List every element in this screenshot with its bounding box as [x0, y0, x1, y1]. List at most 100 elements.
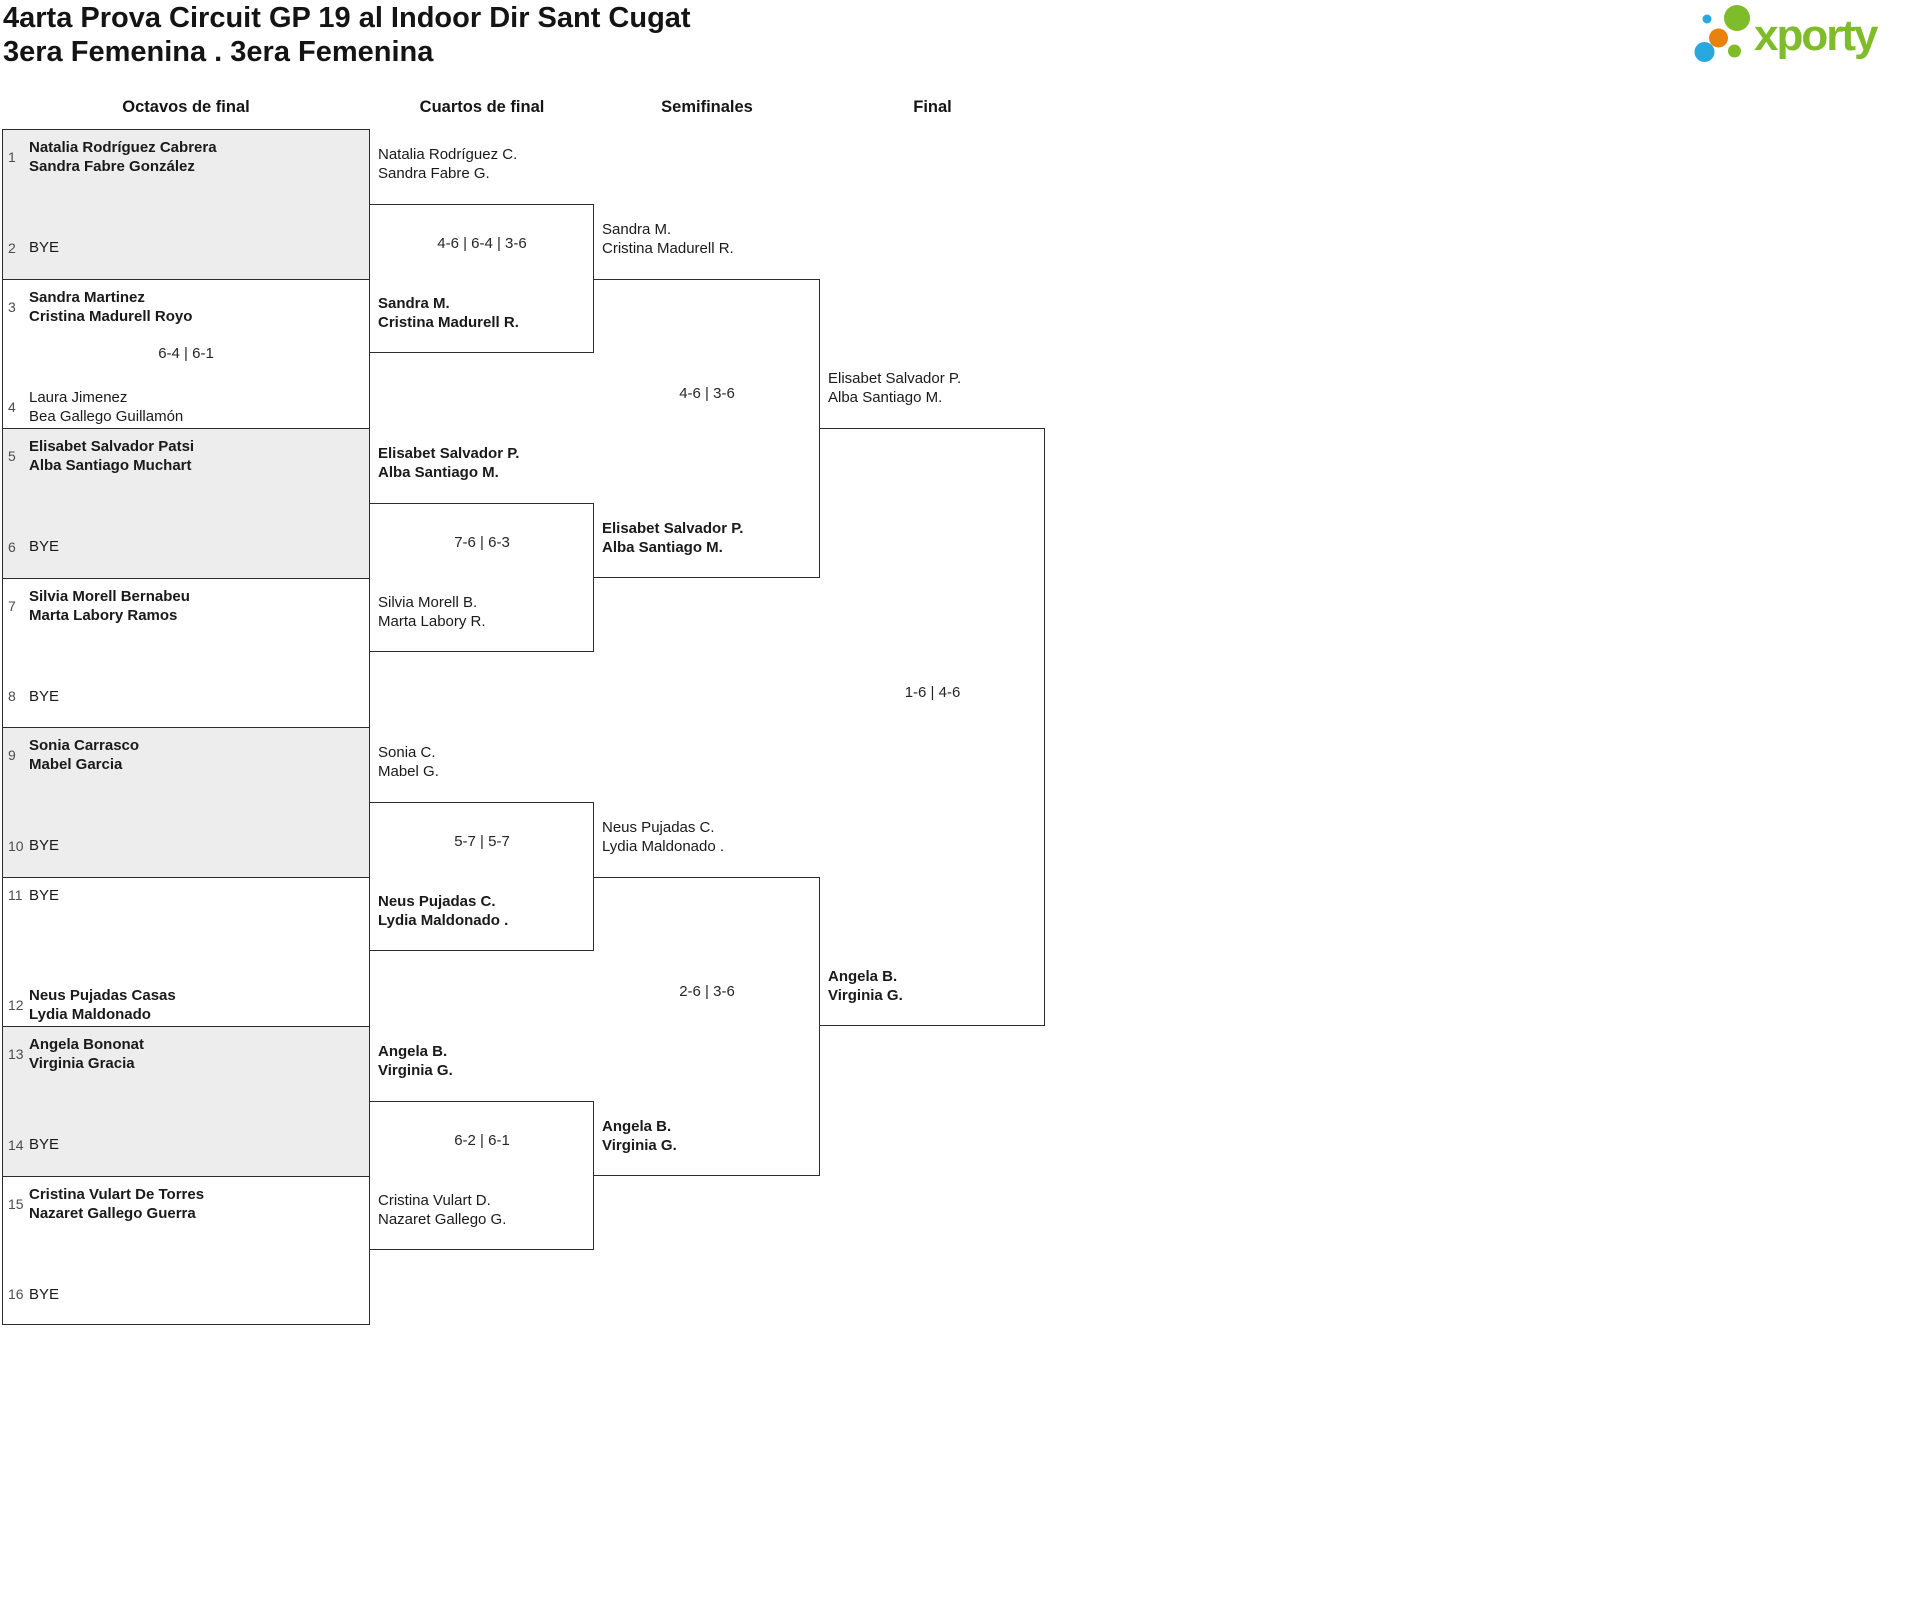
match-box — [820, 428, 1045, 1026]
match-score: 2-6 | 3-6 — [679, 982, 735, 1000]
team-name: Angela B. — [602, 1117, 672, 1135]
team-name: Cristina Madurell Royo — [29, 307, 193, 325]
seed-number: 2 — [8, 239, 16, 256]
team-label-bottom: Elisabet Salvador P.Alba Santiago M. — [602, 519, 743, 557]
team-name: Alba Santiago M. — [828, 389, 943, 406]
team-label-top: Natalia Rodríguez C.Sandra Fabre G. — [378, 145, 517, 183]
team-entry: BYE — [29, 886, 59, 905]
match-box — [370, 801, 594, 952]
seed-number: 15 — [8, 1195, 24, 1212]
team-label-top: Angela B.Virginia G. — [378, 1042, 453, 1080]
xporty-logo: xporty — [1690, 0, 1918, 70]
team-name: Alba Santiago Muchart — [29, 457, 192, 474]
team-label-top: Elisabet Salvador P.Alba Santiago M. — [378, 444, 519, 482]
match-score: 1-6 | 4-6 — [904, 683, 961, 701]
seed-number: 1 — [8, 149, 16, 165]
seed-number: 5 — [8, 448, 16, 464]
match-score: 4-6 | 3-6 — [679, 384, 735, 402]
team-name: Cristina Vulart D. — [378, 1192, 491, 1210]
match-box — [370, 203, 594, 354]
team-name: Angela B. — [828, 968, 898, 985]
round-header: Cuartos de final — [419, 98, 545, 116]
team-name: Cristina Vulart De Torres — [29, 1185, 205, 1203]
seed-number: 12 — [8, 996, 24, 1013]
team-name: Angela B. — [378, 1042, 448, 1060]
team-name: Sandra Martinez — [29, 288, 145, 306]
team-name: Elisabet Salvador P. — [378, 444, 520, 462]
team-name: Neus Pujadas C. — [602, 818, 715, 836]
team-name: Sandra M. — [378, 295, 450, 313]
team-name: Mabel Garcia — [29, 756, 123, 773]
match-score: 5-7 | 5-7 — [454, 833, 510, 850]
match-box — [594, 278, 820, 578]
bye-label: BYE — [29, 1136, 60, 1153]
bye-label: BYE — [29, 687, 60, 705]
seed-number: 3 — [8, 298, 16, 315]
category-subtitle: 3era Femenina . 3era Femenina — [3, 36, 434, 68]
team-label-top: Sandra M.Cristina Madurell R. — [602, 220, 734, 258]
bye-label: BYE — [29, 1285, 60, 1303]
seed-number: 16 — [8, 1286, 24, 1302]
match-box — [370, 1100, 594, 1251]
team-label-bottom: Silvia Morell B.Marta Labory R. — [378, 593, 486, 631]
team-name: Virginia G. — [602, 1136, 677, 1154]
team-name: Bea Gallego Guillamón — [29, 407, 184, 425]
bracket-slot: 16 BYE — [8, 1285, 363, 1304]
team-entry: BYE — [29, 537, 59, 556]
team-name: Alba Santiago M. — [378, 463, 499, 481]
seed-number: 14 — [8, 1136, 24, 1153]
team-entry: BYE — [29, 687, 59, 706]
match-score: 4-6 | 6-4 | 3-6 — [437, 235, 527, 252]
bye-label: BYE — [29, 886, 60, 904]
match-score: 6-4 | 6-1 — [158, 344, 214, 362]
team-name: Elisabet Salvador Patsi — [29, 438, 195, 455]
team-name: Sonia Carrasco — [29, 737, 140, 754]
team-name: Elisabet Salvador P. — [602, 519, 744, 537]
seed-number: 9 — [8, 747, 16, 763]
match-score: 6-2 | 6-1 — [454, 1132, 510, 1149]
xporty-logo-icon — [1694, 5, 1750, 62]
team-name: Cristina Madurell R. — [602, 239, 734, 257]
seed-number: 8 — [8, 688, 16, 704]
team-entry: BYE — [29, 1285, 59, 1304]
bracket-slot: 14 BYE — [8, 1135, 363, 1154]
team-entry: BYE — [29, 836, 59, 855]
tournament-title: 4arta Prova Circuit GP 19 al Indoor Dir … — [3, 2, 691, 34]
match-score: 7-6 | 6-3 — [454, 534, 510, 551]
team-entry: BYE — [29, 1135, 59, 1154]
seed-number: 4 — [8, 398, 16, 415]
team-name: Lydia Maldonado — [29, 1005, 151, 1023]
team-name: Alba Santiago M. — [602, 538, 723, 556]
team-name: Natalia Rodríguez C. — [378, 145, 518, 163]
team-name: Lydia Maldonado . — [602, 837, 725, 855]
bracket-slot: 2 BYE — [8, 238, 363, 257]
team-label-bottom: Angela B.Virginia G. — [828, 967, 903, 1005]
team-name: Silvia Morell Bernabeu — [29, 587, 190, 605]
bye-label: BYE — [29, 239, 60, 256]
seed-number: 13 — [8, 1046, 24, 1062]
team-name: Nazaret Gallego Guerra — [29, 1204, 196, 1222]
round-header: Semifinales — [661, 98, 753, 116]
team-name: Elisabet Salvador P. — [828, 370, 962, 387]
bracket-slot: 8 BYE — [8, 687, 363, 706]
team-name: Nazaret Gallego G. — [378, 1211, 507, 1229]
team-name: Marta Labory R. — [378, 613, 486, 631]
team-label-top: Elisabet Salvador P. Alba Santiago M. — [828, 369, 961, 407]
round-header: Final — [913, 98, 952, 116]
xporty-logo-text: xporty — [1754, 11, 1878, 60]
team-name: Laura Jimenez — [29, 388, 128, 406]
